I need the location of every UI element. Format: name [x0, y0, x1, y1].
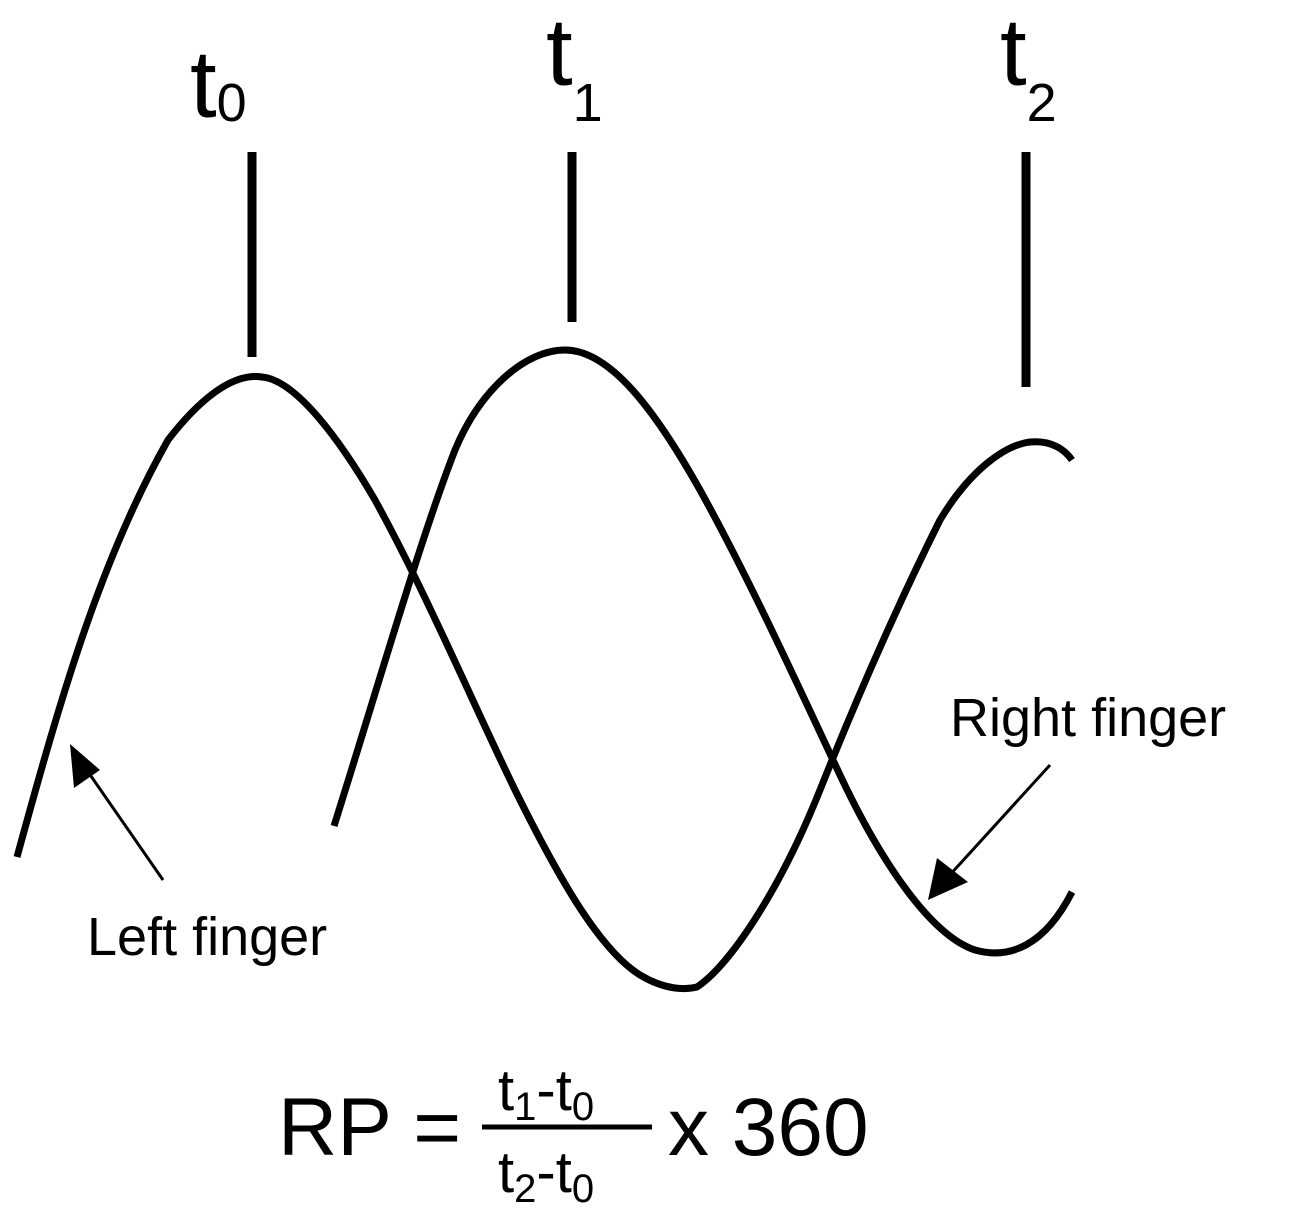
formula-numerator: t1-t0 — [498, 1058, 594, 1129]
left-finger-curve — [13, 373, 1075, 992]
formula-denominator: t2-t0 — [498, 1140, 594, 1211]
label-t0: t0 — [190, 31, 247, 138]
label-t1: t1 — [546, 0, 603, 133]
left-finger-arrowhead — [70, 744, 100, 788]
right-finger-curve — [330, 346, 1076, 957]
right-finger-arrow — [946, 763, 1052, 879]
left-finger-arrow — [82, 765, 165, 881]
label-t2: t2 — [1000, 0, 1057, 133]
formula-lhs: RP = — [278, 1082, 461, 1173]
right-finger-label: Right finger — [950, 688, 1226, 748]
relative-phase-formula: RP = t1-t0 t2-t0 x 360 — [278, 1058, 869, 1211]
right-finger-arrowhead — [928, 858, 968, 900]
formula-rhs: x 360 — [668, 1082, 869, 1173]
left-finger-label: Left finger — [87, 907, 327, 967]
